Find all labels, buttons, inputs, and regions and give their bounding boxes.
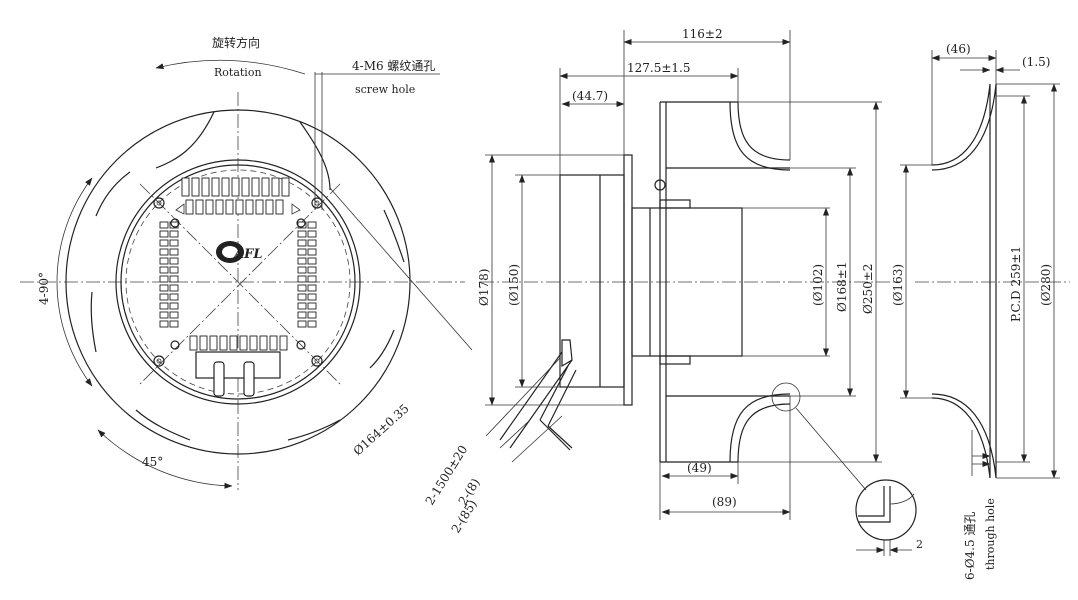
dia-164-label: Ø164±0.35 xyxy=(351,401,412,458)
rotation-arrow xyxy=(155,59,306,75)
ring-profile-outer xyxy=(931,83,991,479)
screw-hole-label-cn: 4-M6 螺纹通孔 xyxy=(352,59,435,73)
motor-housing-inner xyxy=(120,164,356,400)
brand-logo: AFL xyxy=(216,241,262,263)
through-hole-label-cn: 6-Ø4.5 通孔 xyxy=(963,512,977,580)
motor-body xyxy=(559,174,625,388)
angle-45-arc xyxy=(97,429,233,489)
dia-164-dimension-line xyxy=(329,187,473,351)
screw-hole-label-en: screw hole xyxy=(355,83,415,96)
len-127-label: 127.5±1.5 xyxy=(627,61,691,75)
angle-45-label: 45° xyxy=(142,455,163,469)
motor-flange xyxy=(623,154,633,406)
logo-text: AFL xyxy=(232,247,262,262)
impeller-side-profile xyxy=(654,101,791,463)
dia-168-label: Ø168±1 xyxy=(835,262,849,312)
detail-2-label: 2 xyxy=(916,538,923,551)
dia-102-label: (Ø102) xyxy=(811,264,825,306)
bolt-circle xyxy=(125,169,351,395)
cable-exit xyxy=(499,339,577,451)
cable-85-leader xyxy=(511,415,563,463)
len-46-label: (46) xyxy=(946,42,971,56)
cable-8-leader xyxy=(499,419,531,449)
detail-leader xyxy=(795,407,867,491)
angle-4x90-label: 4-90° xyxy=(37,272,51,305)
detail-circle xyxy=(855,479,917,541)
len-1-5-label: (1.5) xyxy=(1022,55,1050,69)
motor-housing-outer xyxy=(115,159,361,405)
side-view: 116±2 127.5±1.5 (44.7) Ø178) (Ø150) (Ø10… xyxy=(423,27,900,536)
inlet-ring-view: (46) (1.5) (Ø163) P.C.D 259±1 (Ø280) 6-Ø… xyxy=(891,42,1070,580)
dia-150-label: (Ø150) xyxy=(507,264,521,306)
front-view: AFL 旋转方向 Rotation 4-M6 螺纹通孔 screw hole 4… xyxy=(20,35,473,490)
detail-view: 2 xyxy=(855,479,923,556)
detail-marker-circle xyxy=(771,382,801,412)
rotation-label-cn: 旋转方向 xyxy=(212,35,260,50)
pcd-259-label: P.C.D 259±1 xyxy=(1009,246,1023,322)
len-49-label: (49) xyxy=(687,461,712,475)
front-diagonal-centerline-2 xyxy=(139,183,341,385)
angle-4x90-arc xyxy=(56,177,93,387)
rotation-label-en: Rotation xyxy=(214,66,262,79)
cable-terminal-box xyxy=(195,351,281,397)
cable-85-label: 2-(85) xyxy=(449,497,480,535)
dia-178-label: Ø178) xyxy=(477,269,491,306)
len-89-label: (89) xyxy=(712,495,737,509)
impeller-outer-circle xyxy=(65,109,411,455)
dia-163-label: (Ø163) xyxy=(891,264,905,306)
cable-1500-leader xyxy=(485,357,561,437)
dia-280-label: (Ø280) xyxy=(1039,264,1053,306)
vent-grid xyxy=(159,177,317,351)
dia-250-label: Ø250±2 xyxy=(861,264,875,314)
through-hole-label-en: through hole xyxy=(984,498,997,570)
ring-profile-inner xyxy=(931,83,997,479)
len-44-label: (44.7) xyxy=(572,89,608,103)
len-116-label: 116±2 xyxy=(682,27,723,41)
